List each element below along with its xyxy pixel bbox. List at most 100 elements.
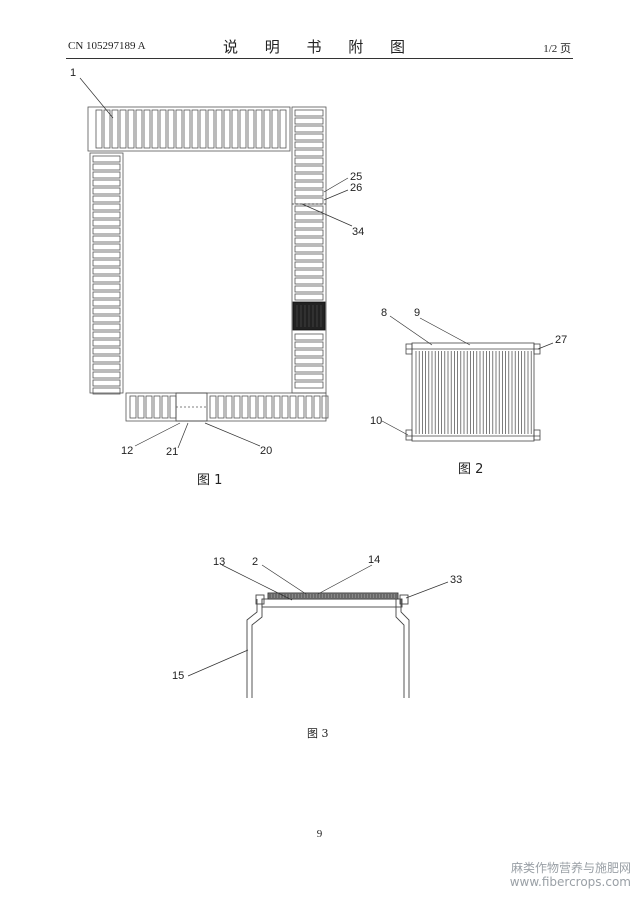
label-21: 21 [166,446,178,458]
fig3-deck [261,598,403,608]
label-1: 1 [70,67,76,79]
conveyor-slat [92,203,121,211]
conveyor-slat [92,243,121,251]
conveyor-slat [294,221,324,229]
conveyor-slat [294,381,324,389]
left-conveyor-outline [89,152,124,394]
page-number: 9 [316,828,323,840]
conveyor-slat [294,165,324,173]
conveyor-slat [92,155,121,163]
fig1-labels: 1 25 26 34 12 21 20 图 1 [70,67,364,488]
label-8: 8 [381,307,387,319]
dark-unit-lines [296,305,322,327]
conveyor-slat [191,109,199,149]
conveyor-slat [294,205,324,213]
label-26: 26 [350,182,362,194]
conveyor-slat [92,387,121,395]
conveyor-slat [119,109,127,149]
conveyor-slat [92,259,121,267]
conveyor-slat [92,211,121,219]
conveyor-slat [92,299,121,307]
conveyor-slat [92,227,121,235]
watermark-line-2: www.fibercrops.com [509,875,631,889]
conveyor-slat [255,109,263,149]
conveyor-slat [92,379,121,387]
conveyor-slat [92,323,121,331]
conveyor-slat [289,395,297,419]
conveyor-slat [223,109,231,149]
conveyor-slat [111,109,119,149]
fig1-leaders [79,77,353,449]
header-rule [66,58,573,59]
conveyor-slat [294,197,324,205]
conveyor-slat [167,109,175,149]
conveyor-slat [294,157,324,165]
conveyor-slat [95,109,103,149]
conveyor-slat [92,163,121,171]
conveyor-slat [297,395,305,419]
conveyor-slat [241,395,249,419]
conveyor-slat [294,149,324,157]
conveyor-slat [271,109,279,149]
fig2-leaders [381,315,554,436]
conveyor-slat [92,179,121,187]
conveyor-slat [92,331,121,339]
conveyor-slat [294,181,324,189]
conveyor-slat [143,109,151,149]
figure-3 [187,564,449,698]
conveyor-slat [127,109,135,149]
fig2-roller-br [533,429,541,441]
page-heading: 说 明 书 附 图 [222,38,417,56]
label-13: 13 [213,556,225,568]
top-conveyor [87,106,291,152]
fig3-left-leg-inner [246,599,258,698]
top-conveyor-outline [87,106,291,152]
conveyor-slat [294,213,324,221]
conveyor-slat [92,307,121,315]
fig2-roller-bl [405,429,413,441]
conveyor-slat [294,341,324,349]
conveyor-slat [92,275,121,283]
conveyor-slat [207,109,215,149]
fig3-leaders [187,564,449,677]
conveyor-slat [92,371,121,379]
conveyor-slat [92,355,121,363]
fig3-roller-right [399,594,409,605]
fig2-roller-tl [405,343,413,355]
conveyor-slat [294,253,324,261]
conveyor-slat [199,109,207,149]
label-33: 33 [450,574,462,586]
label-12: 12 [121,445,133,457]
conveyor-slat [135,109,143,149]
watermark-line-1: 麻类作物营养与施肥网 [510,861,631,875]
figure-2-caption: 图 2 [458,462,483,477]
conveyor-slat [273,395,281,419]
figure-1 [79,77,353,449]
conveyor-slat [313,395,321,419]
label-2: 2 [252,556,258,568]
fig3-labels: 13 2 14 33 15 图 3 [172,554,462,740]
conveyor-slat [92,219,121,227]
conveyor-slat [281,395,289,419]
label-10: 10 [370,415,382,427]
conveyor-slat [294,229,324,237]
conveyor-slat [294,269,324,277]
conveyor-slat [103,109,111,149]
conveyor-slat [175,109,183,149]
patent-number: CN 105297189 A [68,40,146,52]
conveyor-slat [294,189,324,197]
conveyor-slat [294,261,324,269]
figure-1-caption: 图 1 [197,473,222,488]
conveyor-slat [137,395,145,419]
conveyor-slat [294,109,324,117]
fig3-roller-left [255,594,265,605]
conveyor-slat [92,283,121,291]
fig3-left-leg [251,599,263,698]
conveyor-slat [294,365,324,373]
label-9: 9 [414,307,420,319]
fig2-slats [415,351,532,434]
fig2-frame [411,342,535,442]
label-25: 25 [350,171,362,183]
label-15: 15 [172,670,184,682]
